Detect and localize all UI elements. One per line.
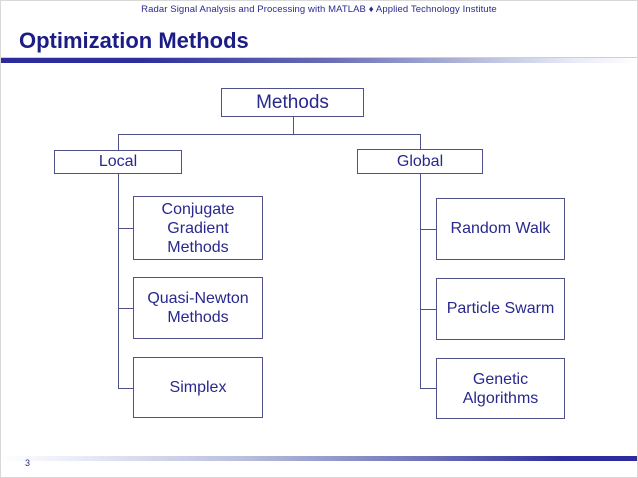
node-random-walk: Random Walk (436, 198, 565, 260)
connector-stub-random-walk (421, 229, 436, 230)
node-quasi-newton: Quasi-Newton Methods (133, 277, 263, 339)
footer-divider-rule (1, 456, 637, 461)
connector-root-vertical (293, 117, 294, 134)
connector-local-vertical (118, 134, 119, 150)
connector-stub-genetic-algorithms (421, 388, 436, 389)
page-number: 3 (25, 458, 31, 468)
node-particle-swarm: Particle Swarm (436, 278, 565, 340)
connector-global-vertical (420, 134, 421, 149)
connector-stub-particle-swarm (421, 309, 436, 310)
connector-stub-quasi-newton (118, 308, 133, 309)
page-title: Optimization Methods (19, 28, 249, 53)
connector-global-trunk (420, 174, 421, 389)
connector-stub-conjugate-gradient (118, 228, 133, 229)
node-conjugate-gradient: Conjugate Gradient Methods (133, 196, 263, 260)
node-simplex: Simplex (133, 357, 263, 418)
node-local: Local (54, 150, 182, 174)
title-divider-rule (1, 57, 637, 63)
connector-stub-simplex (118, 388, 133, 389)
node-genetic-algorithms: Genetic Algorithms (436, 358, 565, 419)
connector-horizontal-rail (118, 134, 421, 135)
node-methods: Methods (221, 88, 364, 117)
connector-local-trunk (118, 174, 119, 389)
slide-header-text: Radar Signal Analysis and Processing wit… (141, 4, 497, 15)
node-global: Global (357, 149, 483, 174)
